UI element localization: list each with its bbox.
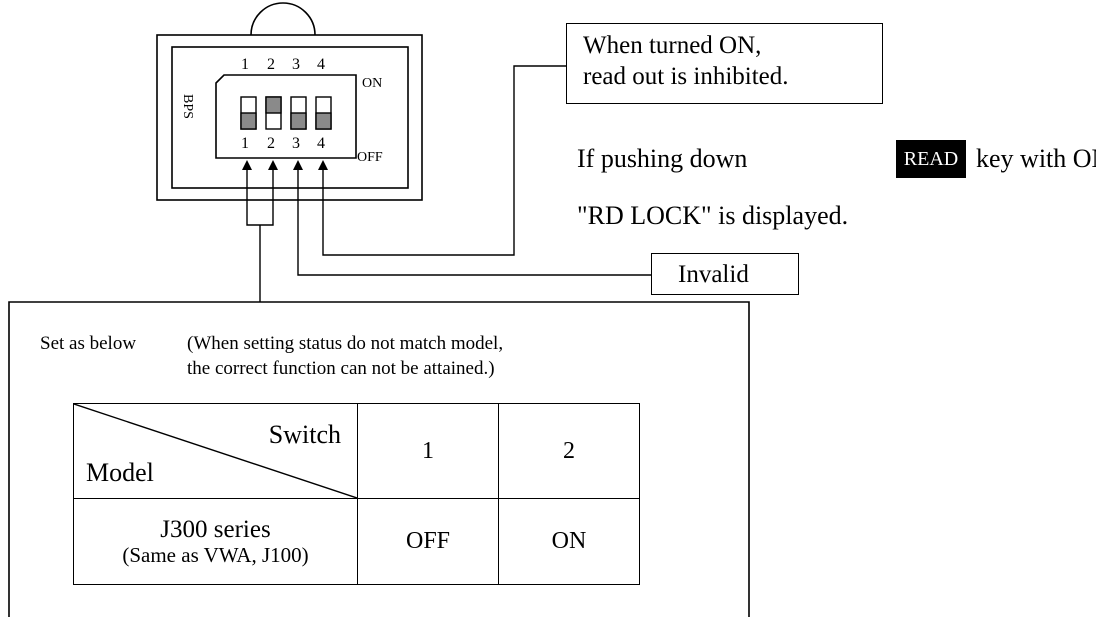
bottom-number-4: 4 — [317, 135, 325, 152]
invalid-label: Invalid — [678, 261, 749, 288]
table-row: J300 series (Same as VWA, J100) OFF ON — [73, 498, 640, 585]
header-diagonal-line — [74, 404, 357, 498]
settings-note-line1: (When setting status do not match model, — [187, 333, 504, 354]
read-note-suffix: key with ON, — [976, 144, 1096, 173]
read-inhibit-line2: read out is inhibited. — [583, 63, 789, 90]
model-note: (Same as VWA, J100) — [122, 542, 309, 567]
invalid-callout: Invalid — [651, 253, 799, 295]
leader-invalid — [297, 205, 651, 276]
read-inhibit-line1: When turned ON, — [583, 32, 762, 59]
read-key: READ — [896, 140, 966, 178]
bottom-number-2: 2 — [267, 135, 275, 152]
switch-lever-3 — [290, 112, 307, 130]
settings-note-line2: the correct function can not be attained… — [187, 358, 495, 379]
switch-lever-1 — [240, 112, 257, 130]
switch-slots — [240, 96, 332, 130]
model-cell: J300 series (Same as VWA, J100) — [73, 498, 358, 585]
header-diagonal-cell: Switch Model — [73, 403, 358, 499]
column-header-2: 2 — [498, 403, 640, 499]
read-note-prefix: If pushing down — [577, 144, 748, 173]
bottom-number-1: 1 — [241, 135, 249, 152]
top-number-2: 2 — [267, 56, 275, 73]
header-switch: Switch — [268, 420, 341, 449]
switch-2-value: ON — [498, 498, 640, 585]
top-number-4: 4 — [317, 56, 325, 73]
settings-frame — [8, 301, 750, 617]
switch-lever-4 — [315, 112, 332, 130]
bps-label: BPS — [180, 94, 195, 119]
switch-body — [215, 74, 357, 159]
header-model: Model — [86, 458, 154, 487]
housing-knob — [250, 2, 316, 36]
settings-table: Switch Model 1 2 J300 series (Same as VW… — [73, 403, 640, 585]
on-label: ON — [362, 76, 383, 91]
model-name: J300 series — [160, 515, 271, 543]
switch-1-value: OFF — [357, 498, 499, 585]
bracket-1-2 — [246, 205, 274, 226]
switch-lever-2 — [265, 96, 282, 114]
off-label: OFF — [357, 150, 383, 165]
top-number-1: 1 — [241, 56, 249, 73]
settings-intro: Set as below — [40, 333, 137, 354]
column-header-1: 1 — [357, 403, 499, 499]
read-note-line2: "RD LOCK" is displayed. — [577, 201, 849, 230]
read-inhibit-callout: When turned ON, read out is inhibited. — [566, 23, 883, 104]
bottom-number-3: 3 — [292, 135, 300, 152]
table-header-row: Switch Model 1 2 — [73, 403, 640, 499]
leader-read-inhibit — [322, 65, 566, 256]
top-number-3: 3 — [292, 56, 300, 73]
